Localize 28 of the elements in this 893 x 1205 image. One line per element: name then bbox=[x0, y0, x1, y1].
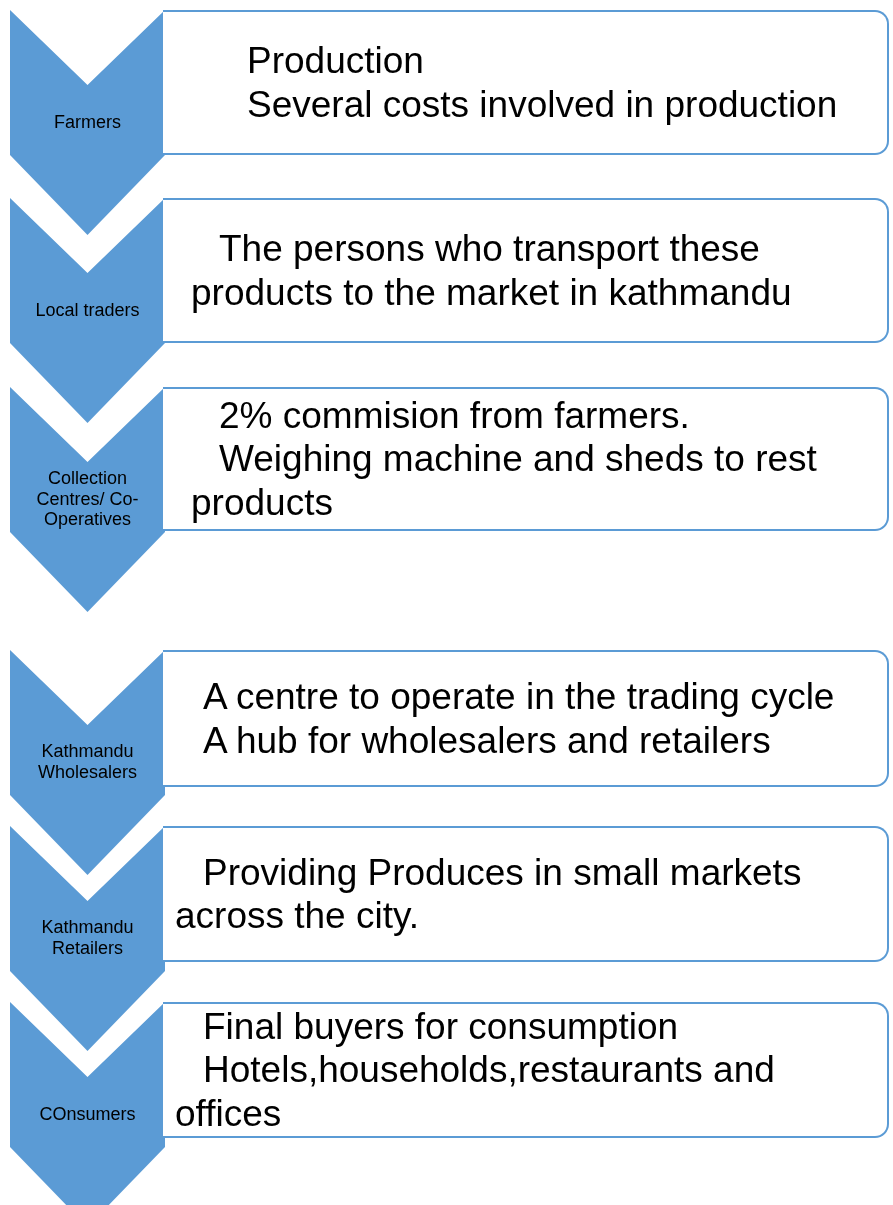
step-label: Farmers bbox=[53, 110, 122, 134]
description-text: Weighing machine and sheds to rest products bbox=[191, 437, 818, 524]
chevron-shape bbox=[10, 650, 165, 875]
description-text: A centre to operate in the trading cycle bbox=[202, 675, 836, 719]
description-text: The persons who transport these products to the market in kathmandu bbox=[191, 227, 793, 314]
step-label: COnsumers bbox=[38, 1102, 137, 1126]
description-text: Hotels,households,restaurants and offices bbox=[175, 1048, 776, 1135]
chevron-shape bbox=[10, 1002, 165, 1205]
description-box bbox=[163, 387, 889, 531]
step-label: Kathmandu Retailers bbox=[40, 916, 135, 960]
chevron-shape bbox=[10, 826, 165, 1051]
step-label: Collection Centres/ Co-Operatives bbox=[35, 466, 140, 532]
description-text: Providing Produces in small markets across the city. bbox=[175, 850, 803, 938]
chevron-shape bbox=[10, 10, 165, 235]
description-text: Final buyers for consumption bbox=[202, 1005, 680, 1049]
chevron-shape bbox=[10, 387, 165, 612]
description-text: Several costs involved in production bbox=[246, 82, 839, 126]
chevron-shape bbox=[10, 198, 165, 423]
description-text: Production bbox=[246, 39, 425, 83]
description-box bbox=[163, 826, 889, 962]
description-text: 2% commision from farmers. bbox=[218, 394, 691, 438]
description-box bbox=[163, 1002, 889, 1138]
step-label: Kathmandu Wholesalers bbox=[36, 740, 138, 784]
step-label: Local traders bbox=[34, 298, 141, 322]
description-text: A hub for wholesalers and retailers bbox=[202, 718, 772, 762]
description-box bbox=[163, 198, 889, 343]
description-box bbox=[163, 10, 889, 155]
description-box bbox=[163, 650, 889, 787]
